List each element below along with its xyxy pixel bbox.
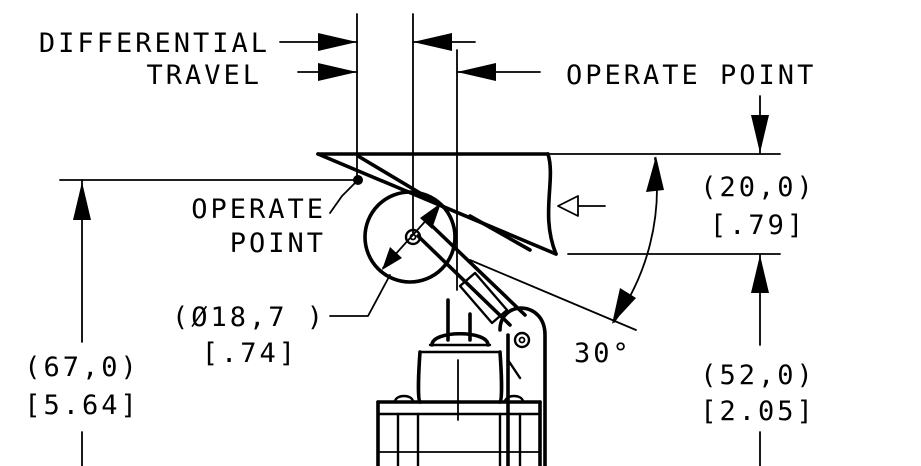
operate-point-top-arrow [456,63,541,81]
dimension-baselines [59,153,781,255]
switch-body [376,394,542,466]
total-height-in: [5.64] [24,390,140,421]
base-height-mm: (52,0) [700,360,816,391]
angle-dimension [469,156,664,331]
operate-point-top-label: OPERATE POINT [566,60,816,91]
travel-in: [.79] [710,210,806,241]
operate-point-label-line2: POINT [230,228,326,259]
total-height-dimension [73,179,91,466]
differential-label-line2: TRAVEL [146,60,262,91]
roller-diameter-mm: (Ø18,7 ) [172,302,326,333]
travel-dimension [751,95,769,155]
differential-travel-reference-lines [356,13,458,291]
actuating-cam [316,152,606,256]
differential-label-line1: DIFFERENTIAL [39,28,270,59]
differential-travel-arrows [279,33,476,81]
roller-diameter-in: [.74] [202,338,298,369]
angle-label: 30° [574,338,632,369]
base-height-dimension [751,253,769,466]
roller-arm [416,222,527,327]
diameter-leader [329,274,391,317]
roller [363,190,457,284]
operate-point-marker [329,175,363,214]
operate-point-label-line1: OPERATE [191,194,326,225]
total-height-mm: (67,0) [24,352,140,383]
travel-mm: (20,0) [700,172,816,203]
base-height-in: [2.05] [700,396,816,427]
